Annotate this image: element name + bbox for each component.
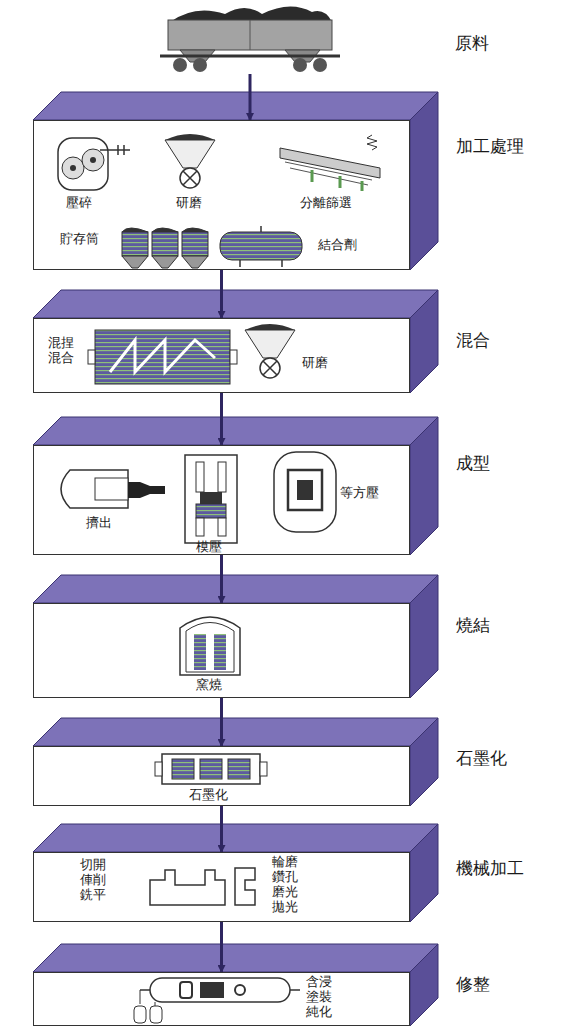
equipment-label: 貯存筒	[60, 232, 99, 247]
slab-top-face	[33, 944, 438, 972]
slab-top-face	[33, 575, 438, 603]
slab-top-face	[33, 824, 438, 852]
slab-front-face	[33, 852, 410, 922]
slab-side-face	[410, 824, 438, 922]
slab-side-face	[410, 92, 438, 270]
stage-heading: 修整	[456, 973, 490, 996]
equipment-label: 研磨	[302, 356, 328, 371]
slab-side-face	[410, 944, 438, 1026]
slab-side-face	[410, 575, 438, 698]
equipment-label: 輪磨 鑽孔 磨光 拋光	[272, 855, 302, 915]
slab-top-face	[33, 417, 438, 445]
equipment-label: 混捏 混合	[48, 336, 78, 366]
equipment-label: 切開 俥削 銑平	[80, 858, 110, 903]
flow-arrow	[220, 555, 223, 603]
slab-top-face	[33, 718, 438, 746]
stage-heading: 混合	[456, 329, 490, 352]
slab-front-face	[33, 120, 410, 270]
stage-heading: 石墨化	[456, 747, 507, 770]
flow-arrow	[220, 698, 223, 746]
slab-front-face	[33, 318, 410, 393]
stage-heading: 加工處理	[456, 135, 524, 158]
slab-front-face	[33, 603, 410, 698]
stage-heading: 燒結	[456, 614, 490, 637]
slab-front-face	[33, 972, 410, 1026]
slab-top-face	[33, 92, 438, 120]
slab-front-face	[33, 445, 410, 555]
stage-slab: 混合	[33, 318, 410, 393]
slab-side-face	[410, 718, 438, 806]
slab-top-face	[33, 290, 438, 318]
flow-arrow	[220, 806, 223, 852]
equipment-label: 研磨	[176, 196, 202, 211]
flow-arrow	[249, 74, 252, 120]
equipment-label: 結合劑	[318, 238, 357, 253]
equipment-label: 石墨化	[189, 788, 228, 803]
flow-arrow	[220, 270, 223, 318]
flow-arrow	[220, 922, 223, 972]
slab-front-face	[33, 746, 410, 806]
slab-side-face	[410, 290, 438, 393]
flow-arrow	[220, 393, 223, 445]
equipment-label: 分離篩選	[300, 196, 352, 211]
equipment-label: 壓碎	[66, 196, 92, 211]
equipment-label: 擠出	[86, 516, 112, 531]
stage-heading: 機械加工	[456, 857, 524, 880]
equipment-label: 等方壓	[340, 486, 379, 501]
equipment-label: 含浸 塗裝 純化	[306, 975, 336, 1020]
equipment-label: 窯燒	[196, 678, 222, 693]
stage-slab: 修整	[33, 972, 410, 1026]
equipment-label: 模壓	[196, 540, 222, 555]
stage-heading: 成型	[456, 452, 490, 475]
slab-side-face	[410, 417, 438, 555]
stage-heading: 原料	[455, 32, 489, 55]
raw-material-area: 原料	[150, 4, 350, 74]
